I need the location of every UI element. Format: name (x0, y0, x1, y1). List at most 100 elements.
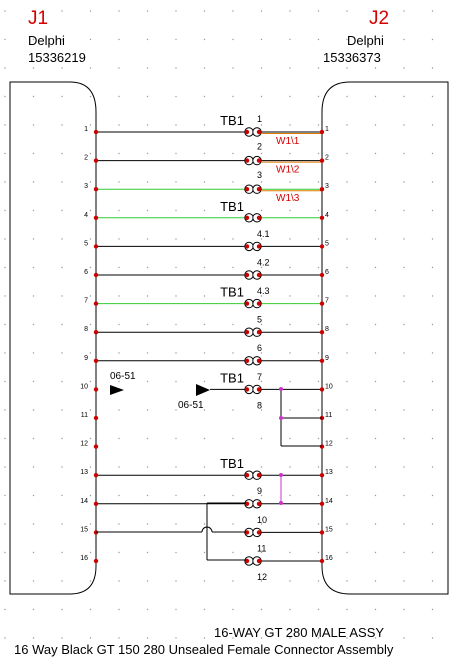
pin-label-j2-15: 15 (325, 526, 333, 533)
connector-ref-j2: J2 (369, 8, 390, 29)
circuit-label: 10 (257, 515, 267, 525)
circuit-label: 2 (257, 142, 262, 152)
pin-label-j2-9: 9 (325, 355, 329, 362)
circuit-label: 4.3 (257, 286, 270, 296)
circuit-label: 11 (257, 543, 266, 553)
connector-ref-j1: J1 (28, 8, 49, 29)
pin-label-j2-11: 11 (325, 412, 332, 419)
pin-label-j1-1: 1 (84, 126, 88, 133)
wire-pin-9: 7 (96, 356, 322, 382)
wire-tag: W1\3 (276, 193, 300, 204)
offpage-label-right: 06-51 (178, 400, 204, 411)
connector-part-number-j2: 15336373 (323, 50, 381, 65)
connector-body-j1 (9, 81, 97, 595)
pin-label-j1-9: 9 (84, 355, 88, 362)
offpage-arrow-left (110, 385, 124, 395)
circuit-label: 9 (257, 486, 262, 496)
wire-pin-13: TB1 9 (96, 456, 322, 496)
pin-13: 13 13 (80, 469, 333, 478)
splice-group-8-12 (279, 387, 322, 447)
pin-label-j1-2: 2 (84, 155, 88, 162)
terminal-block-label: TB1 (220, 285, 244, 300)
pin-label-j1-11: 11 (81, 412, 88, 419)
circuit-label: 4.1 (257, 229, 270, 239)
wire-tag: W1\1 (276, 136, 300, 147)
pin-label-j1-6: 6 (84, 269, 88, 276)
pin-label-j2-7: 7 (325, 298, 329, 305)
pin-label-j1-7: 7 (84, 298, 88, 305)
wire-pin-10: TB1 8 (210, 370, 322, 410)
terminal-block-label: TB1 (220, 199, 244, 214)
offpage-arrow-right (196, 384, 210, 396)
pin-label-j1-5: 5 (84, 240, 88, 247)
assembly-caption-male: 16-WAY GT 280 MALE ASSY (214, 625, 385, 640)
pin-label-j2-14: 14 (325, 498, 333, 505)
splice-group-15-16 (96, 502, 246, 561)
terminal-block-label: TB1 (220, 113, 244, 128)
pin-label-j1-3: 3 (84, 183, 88, 190)
circuit-label: 7 (257, 372, 262, 382)
circuit-label: 3 (257, 170, 262, 180)
wire-pin-6: 4.3 (96, 270, 322, 296)
pin-label-j2-3: 3 (325, 183, 329, 190)
circuit-label: 8 (257, 400, 262, 410)
terminal-block-label: TB1 (220, 370, 244, 385)
wire-pin-4: TB1 4.1 (96, 199, 322, 239)
connector-manufacturer-j1: Delphi (28, 33, 65, 48)
offpage-label-left: 06-51 (110, 371, 136, 382)
wire-pin-5: 4.2 (96, 241, 322, 267)
connector-manufacturer-j2: Delphi (347, 33, 384, 48)
connector-body-j2 (321, 81, 449, 595)
circuit-label: 5 (257, 315, 262, 325)
pin-14: 14 14 (80, 498, 333, 506)
pin-label-j1-4: 4 (84, 212, 88, 219)
pin-label-j1-12: 12 (80, 441, 88, 448)
pin-label-j2-6: 6 (325, 269, 329, 276)
wire-pin-7: TB1 5 (96, 285, 322, 325)
wire-pin-14: 10 (96, 499, 322, 525)
wire-pin-1: TB1 1W1\1 (96, 113, 322, 147)
pin-label-j2-10: 10 (325, 383, 333, 390)
pin-label-j1-8: 8 (84, 326, 88, 333)
pin-label-j1-10: 10 (80, 383, 88, 390)
pin-label-j2-8: 8 (325, 326, 329, 333)
pin-label-j1-13: 13 (80, 469, 88, 476)
pin-label-j2-1: 1 (325, 126, 329, 133)
pin-label-j2-4: 4 (325, 212, 329, 219)
pin-label-j2-12: 12 (325, 441, 333, 448)
circuit-label: 4.2 (257, 257, 270, 267)
circuit-label: 1 (257, 114, 262, 124)
wire-pin-3: 3W1\3 (96, 170, 322, 204)
wire-pin-8: 6 (96, 327, 322, 353)
wire-pin-15: 11 (244, 527, 322, 553)
pin-label-j2-13: 13 (325, 469, 333, 476)
wire-pin-2: 2W1\2 (96, 142, 322, 176)
circuit-label: 6 (257, 343, 262, 353)
assembly-caption-female: 16 Way Black GT 150 280 Unsealed Female … (14, 642, 394, 657)
pin-label-j2-16: 16 (325, 555, 333, 562)
pin-label-j2-2: 2 (325, 155, 329, 162)
pin-10: 10 10 (80, 383, 333, 392)
connector-part-number-j1: 15336219 (28, 50, 86, 65)
splice-group-9-10 (279, 473, 283, 505)
pin-label-j2-5: 5 (325, 240, 329, 247)
pin-label-j1-15: 15 (80, 526, 88, 533)
terminal-block-label: TB1 (220, 456, 244, 471)
pin-label-j1-16: 16 (80, 555, 88, 562)
wire-tag: W1\2 (276, 165, 300, 176)
circuit-label: 12 (257, 572, 267, 582)
pin-label-j1-14: 14 (80, 498, 88, 505)
